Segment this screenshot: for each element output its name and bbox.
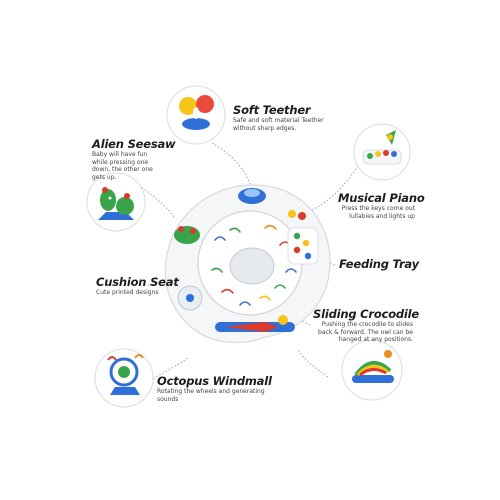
feature-desc-cushion-seat: Cute printed designs [96,289,159,296]
crocodile-toy-icon [341,339,403,401]
feature-desc-alien-seesaw: Baby will have fun while pressing one do… [92,151,153,181]
teether-toy-icon [166,85,226,145]
alien-seesaw-toy-icon [86,172,146,232]
feature-desc-octopus-windmall: Rotating the wheels and generating sound… [157,388,265,403]
feature-desc-sliding-crocodile: Pushing the crocodile to slides back & f… [318,321,413,343]
feature-desc-musical-piano: Press the keys come out lullabies and li… [341,205,415,220]
feature-title-sliding-crocodile: Sliding Crocodile [313,307,420,321]
feature-title-feeding-tray: Feeding Tray [339,257,419,271]
feature-desc-soft-teether: Safe and soft material Teether without s… [233,117,324,132]
feature-title-octopus-windmall: Octopus Windmall [157,374,272,388]
piano-toy-icon [353,123,411,181]
feature-title-alien-seesaw: Alien Seesaw [92,137,176,151]
feature-title-musical-piano: Musical Piano [338,191,425,205]
activity-center-main [164,184,331,344]
feature-title-soft-teether: Soft Teether [233,103,311,117]
octopus-windmill-toy-icon [94,348,154,408]
feature-title-cushion-seat: Cushion Seat [96,275,179,289]
